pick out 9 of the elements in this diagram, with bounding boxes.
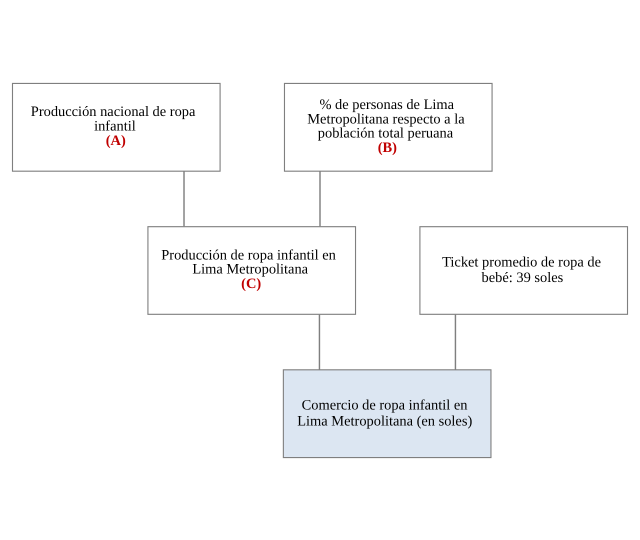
connector [319, 170, 321, 226]
connector [454, 314, 456, 369]
node-box: Producción de ropa infantil en Lima Metropolitana (C) [147, 226, 356, 314]
node-box: Producción nacional de ropa infantil (A) [12, 82, 221, 172]
node-box: % de personas de Lima Metropolitana respecto a la población total peruana (B) [284, 82, 493, 172]
node-box: Ticket promedio de ropa de bebé: 39 soles [419, 226, 628, 314]
connector [183, 170, 185, 226]
node-box: Comercio de ropa infantil en Lima Metropolitana (en soles) [282, 368, 492, 458]
connector [318, 314, 320, 369]
